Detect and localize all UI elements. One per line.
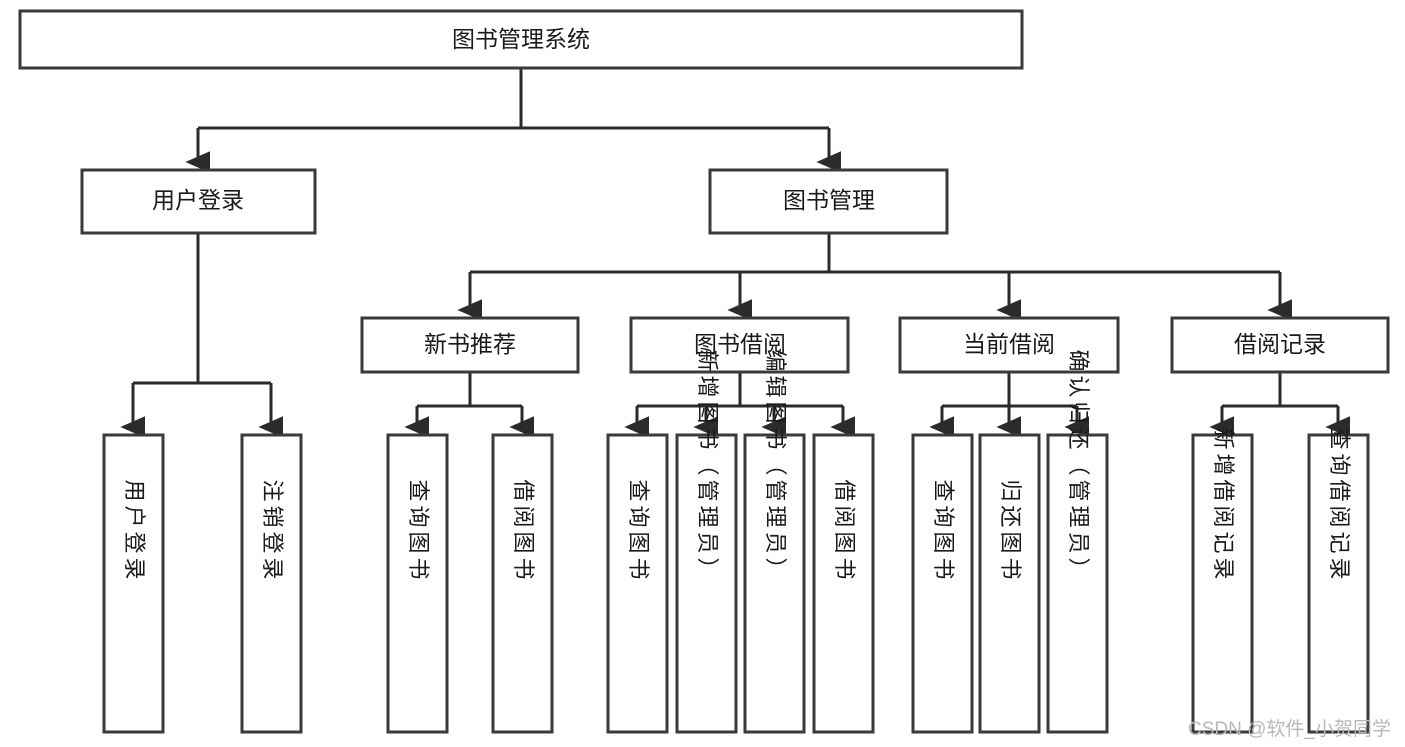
node-user-login-label: 用户登录 [152, 187, 244, 213]
node-leaf-edit-book[interactable]: 编辑图书（管理员） [743, 349, 806, 734]
node-new-book-recommend[interactable]: 新书推荐 [360, 316, 580, 374]
node-leaf-query-book-2-label: 查询图书 [626, 479, 651, 583]
node-leaf-borrow-book-2-label: 借阅图书 [832, 479, 857, 583]
node-leaf-borrow-book-1[interactable]: 借阅图书 [491, 433, 554, 734]
node-leaf-query-book-3-box[interactable] [911, 433, 974, 734]
connector-group-user-login [120, 233, 284, 438]
node-leaf-query-book-1[interactable]: 查询图书 [386, 433, 449, 734]
node-leaf-add-book[interactable]: 新增图书（管理员） [675, 349, 738, 734]
node-root[interactable]: 图书管理系统 [18, 9, 1024, 70]
node-root-box[interactable] [18, 9, 1024, 70]
node-user-login[interactable]: 用户登录 [80, 168, 317, 235]
node-user-login-box[interactable] [80, 168, 317, 235]
node-leaf-query-book-3-label: 查询图书 [931, 479, 956, 583]
node-leaf-return-book-label: 归还图书 [998, 479, 1023, 583]
node-leaf-return-book-box[interactable] [978, 433, 1041, 734]
node-leaf-borrow-book-1-box[interactable] [491, 433, 554, 734]
connector-group-book-management [457, 233, 1293, 321]
node-leaf-user-logout-box[interactable] [240, 433, 303, 734]
node-borrow-record-box[interactable] [1170, 316, 1390, 374]
node-leaf-query-record-box[interactable] [1307, 433, 1370, 734]
node-leaf-query-record-label: 查询借阅记录 [1327, 427, 1352, 583]
node-book-borrow[interactable]: 图书借阅 [629, 316, 850, 374]
node-book-management-box[interactable] [708, 168, 949, 235]
node-borrow-record[interactable]: 借阅记录 [1170, 316, 1390, 374]
node-leaf-user-login-label: 用户登录 [122, 479, 147, 583]
node-leaf-query-book-1-box[interactable] [386, 433, 449, 734]
node-leaf-query-book-3[interactable]: 查询图书 [911, 433, 974, 734]
node-leaf-edit-book-box[interactable] [743, 433, 806, 734]
node-leaf-add-record[interactable]: 新增借阅记录 [1191, 427, 1254, 734]
node-borrow-record-label: 借阅记录 [1234, 331, 1326, 357]
node-leaf-confirm-return[interactable]: 确认归还（管理员） [1046, 349, 1109, 734]
node-book-management-label: 图书管理 [783, 187, 875, 213]
node-leaf-user-logout-label: 注销登录 [260, 479, 285, 583]
node-leaf-query-record[interactable]: 查询借阅记录 [1307, 427, 1370, 734]
node-book-borrow-box[interactable] [629, 316, 850, 374]
node-leaf-confirm-return-box[interactable] [1046, 433, 1109, 734]
connector-group-new-book-recommend [404, 372, 535, 438]
node-leaf-query-book-1-label: 查询图书 [406, 479, 431, 583]
node-leaf-add-book-box[interactable] [675, 433, 738, 734]
node-current-borrow-box[interactable] [898, 316, 1120, 374]
node-root-label: 图书管理系统 [452, 26, 590, 52]
node-leaf-borrow-book-2[interactable]: 借阅图书 [812, 433, 875, 734]
node-leaf-user-logout[interactable]: 注销登录 [240, 433, 303, 734]
node-new-book-recommend-box[interactable] [360, 316, 580, 374]
node-current-borrow[interactable]: 当前借阅 [898, 316, 1120, 374]
node-leaf-user-login-box[interactable] [102, 433, 165, 734]
node-book-management[interactable]: 图书管理 [708, 168, 949, 235]
node-leaf-borrow-book-1-label: 借阅图书 [511, 479, 536, 583]
node-leaf-query-book-2-box[interactable] [606, 433, 669, 734]
node-leaf-confirm-return-label: 确认归还（管理员） [1066, 349, 1091, 583]
connector-group-book-borrow [624, 372, 856, 438]
connector-group-borrow-record [1209, 372, 1351, 438]
node-leaf-add-record-label: 新增借阅记录 [1211, 427, 1236, 583]
node-new-book-recommend-label: 新书推荐 [424, 331, 516, 357]
node-current-borrow-label: 当前借阅 [963, 331, 1055, 357]
node-leaf-borrow-book-2-box[interactable] [812, 433, 875, 734]
connector-group-root [185, 68, 842, 173]
node-leaf-return-book[interactable]: 归还图书 [978, 433, 1041, 734]
node-leaf-user-login[interactable]: 用户登录 [102, 433, 165, 734]
node-leaf-add-record-box[interactable] [1191, 433, 1254, 734]
node-leaf-edit-book-label: 编辑图书（管理员） [763, 349, 788, 583]
node-book-borrow-label: 图书借阅 [694, 331, 786, 357]
node-leaf-query-book-2[interactable]: 查询图书 [606, 433, 669, 734]
node-leaf-add-book-label: 新增图书（管理员） [695, 349, 720, 583]
connector-group-current-borrow [929, 372, 1090, 438]
